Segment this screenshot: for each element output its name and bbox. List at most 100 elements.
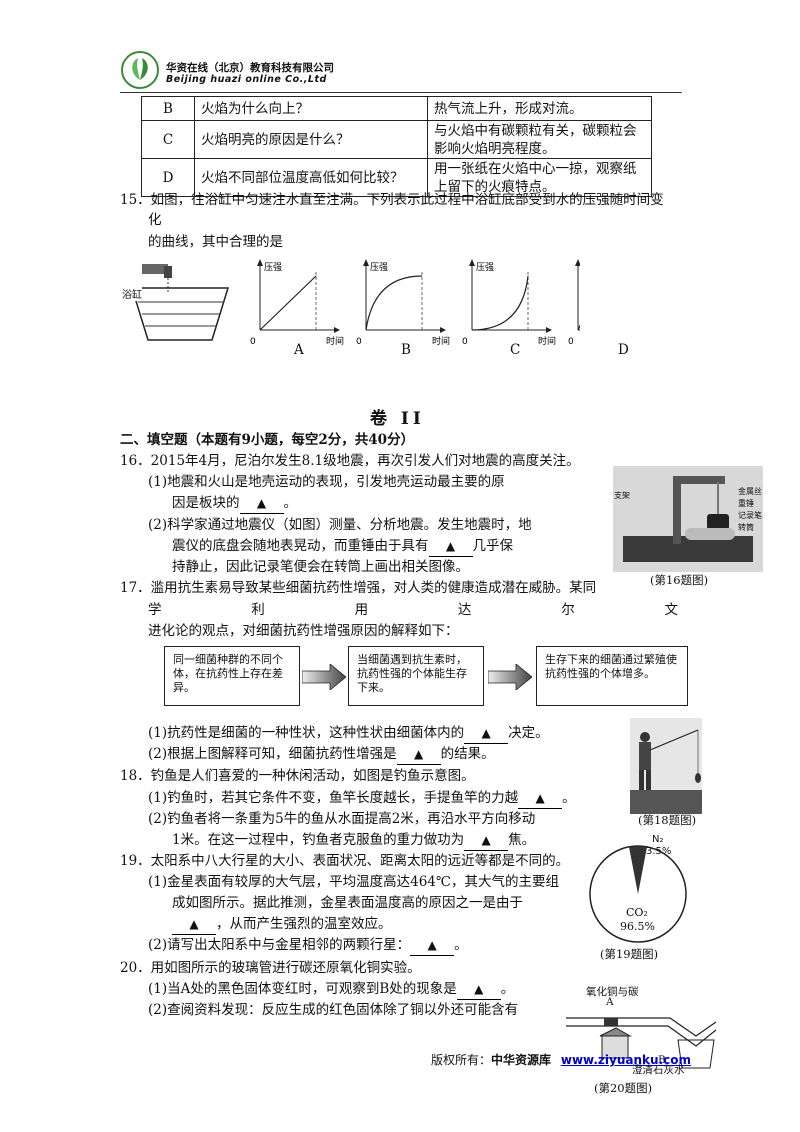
fig16-caption: (第16题图) — [650, 573, 709, 587]
flow-box-1: 同一细菌种群的不同个体，在抗药性上存在差异。 — [164, 646, 300, 706]
q18-p2b-text: 1米。在这一过程中，钓鱼者克服鱼的重力做功为 — [172, 832, 465, 848]
table-row: C 火焰明亮的原因是什么？ 与火焰中有碳颗粒有关，碳颗粒会影响火焰明亮程度。 — [141, 120, 652, 159]
footer-link[interactable]: www.ziyuanku.com — [560, 1053, 691, 1067]
question-table: B 火焰为什么向上？ 热气流上升，形成对流。 C 火焰明亮的原因是什么？ 与火焰… — [141, 96, 652, 197]
fig16-label-drum: 转筒 — [738, 523, 754, 532]
q18-stem: 18．钓鱼是人们喜爱的一种休闲活动，如图是钓鱼示意图。 — [120, 768, 475, 784]
answer-blank[interactable]: ▲ — [464, 830, 509, 851]
q19-p1b: 成如图所示。据此推测，金星表面温度高的原因之一是由于 — [172, 895, 523, 911]
q15-stem-1: 15．如图，往浴缸中匀速注水直至注满。下列表示此过程中浴缸底部受到水的压强随时间… — [120, 192, 664, 208]
q17-p2: (2)根据上图解释可知，细菌抗药性增强是▲的结果。 — [148, 744, 495, 765]
q17-p2b-text: 的结果。 — [440, 746, 495, 762]
q18-p1: (1)钓鱼时，若其它条件不变，鱼竿长度越长，手提鱼竿的力越▲。 — [148, 788, 576, 809]
option-d-label: D — [618, 342, 629, 358]
seismograph-photo — [613, 466, 763, 572]
q17-stem-2: 学 利 用 达 尔 文 — [148, 600, 678, 620]
graph-y-arrow — [257, 259, 263, 266]
table-cell-letter: B — [141, 96, 195, 121]
option-c-label: C — [510, 342, 521, 358]
answer-blank[interactable]: ▲ — [518, 788, 563, 809]
part-title: 卷 II — [370, 409, 425, 429]
fig16-label-weight: 重锤 — [738, 499, 754, 508]
q17-stem-1: 17．滥用抗生素易导致某些细菌抗药性增强，对人类的健康造成潜在威胁。某同 — [120, 580, 597, 596]
q17-char: 尔 — [561, 602, 575, 618]
flow-box-2: 当细菌遇到抗生素时，抗药性强的个体能生存下来。 — [348, 646, 484, 706]
q16-p1b-text: 因是板块的 — [172, 495, 240, 511]
fig20-bottom-label: 澄清石灰水 — [632, 1064, 685, 1076]
answer-blank[interactable]: ▲ — [456, 979, 501, 1000]
q17-char: 学 — [148, 602, 162, 618]
q17-char: 达 — [457, 602, 472, 618]
pie-co2-label: CO₂ — [626, 906, 648, 919]
answer-blank[interactable]: ▲ — [410, 935, 455, 956]
q19-p1c: ▲，从而产生强烈的温室效应。 — [172, 914, 392, 935]
graph-x-label: 时间 — [538, 335, 556, 347]
answer-blank[interactable]: ▲ — [172, 914, 216, 935]
header: 华资在线（北京）教育科技有限公司 Beijing huazi online Co… — [120, 50, 660, 94]
answer-blank[interactable]: ▲ — [396, 744, 441, 765]
graph-origin-label: 0 — [462, 337, 468, 347]
graph-y-arrow — [469, 259, 475, 266]
q16-p1b: 因是板块的▲。 — [172, 493, 297, 514]
footer-brand: 中华资源库 — [491, 1053, 552, 1067]
table-cell-question: 火焰明亮的原因是什么？ — [194, 120, 428, 159]
table-cell-question: 火焰为什么向上？ — [194, 96, 428, 121]
pie-n2-value: 3.5% — [646, 846, 672, 857]
q16-p2c-text: 几乎保 — [472, 538, 514, 554]
graph-x-arrow — [546, 327, 552, 333]
footer: 版权所有：中华资源库 www.ziyuanku.com — [431, 1050, 691, 1070]
flow-box-3: 生存下来的细菌通过繁殖使抗药性强的个体增多。 — [536, 646, 688, 706]
graph-x-label: 时间 — [432, 335, 450, 347]
table-cell-answer: 热气流上升，形成对流。 — [427, 96, 652, 121]
table-row: B 火焰为什么向上？ 热气流上升，形成对流。 — [141, 96, 652, 121]
table-cell-answer: 与火焰中有碳颗粒有关，碳颗粒会影响火焰明亮程度。 — [427, 120, 652, 159]
q19-p1c-text: ，从而产生强烈的温室效应。 — [216, 916, 392, 932]
graph-y-label: 压强 — [370, 262, 388, 273]
q17-p1b-text: 决定。 — [508, 725, 549, 741]
fig20-caption: (第20题图) — [594, 1081, 653, 1095]
q20-p1b-text: 。 — [500, 981, 515, 997]
graph-y-label: 压强 — [264, 262, 282, 273]
bathtub-figure — [130, 264, 230, 341]
q16-p1c-text: 。 — [283, 495, 298, 511]
table-cell-letter: C — [141, 120, 195, 159]
company-logo — [121, 51, 159, 89]
graph-curve-a — [259, 275, 317, 331]
table-row: D 火焰不同部位温度高低如何比较？ 用一张纸在火焰中心一掠，观察纸上留下的火痕特… — [141, 158, 652, 197]
pie-n2-slice — [629, 846, 647, 894]
glass-tube-apparatus — [566, 1017, 717, 1069]
q18-p2b: 1米。在这一过程中，钓鱼者克服鱼的重力做功为▲焦。 — [172, 830, 535, 851]
atmosphere-pie-chart — [589, 845, 687, 943]
q18-p2a: (2)钓鱼者将一条重为5牛的鱼从水面提高2米，再沿水平方向移动 — [148, 811, 536, 827]
q17-char: 用 — [354, 602, 369, 618]
company-name-en: Beijing huazi online Co.,Ltd — [166, 74, 327, 85]
answer-blank[interactable]: ▲ — [428, 536, 473, 557]
q20-p1a-text: (1)当A处的黑色固体变红时，可观察到B处的现象是 — [148, 981, 457, 997]
q18-p1b-text: 。 — [562, 790, 576, 806]
graph-y-arrow — [363, 259, 369, 266]
q18-p2c-text: 焦。 — [508, 832, 536, 848]
q15-stem-3: 的曲线，其中合理的是 — [148, 234, 283, 250]
tub-label: 浴缸 — [122, 286, 142, 301]
q16-p2b: 震仪的底盘会随地表晃动，而重锤由于具有▲几乎保 — [172, 536, 513, 557]
graph-x-arrow — [334, 327, 340, 333]
fig20-top-label: 氧化铜与碳 — [586, 986, 639, 998]
fig16-label-pen: 记录笔 — [738, 511, 762, 520]
q20-p1: (1)当A处的黑色固体变红时，可观察到B处的现象是▲。 — [148, 979, 514, 1000]
section-title: 二、填空题（本题有9小题，每空2分，共40分） — [120, 432, 415, 448]
q17-p1a-text: (1)抗药性是细菌的一种性状，这种性状由细菌体内的 — [148, 725, 465, 741]
answer-blank[interactable]: ▲ — [464, 723, 509, 744]
fig16-label-wire: 金属丝 — [738, 487, 762, 496]
fig20-label-a: A — [606, 996, 614, 1008]
pie-co2-value: 96.5% — [620, 920, 655, 933]
table-cell-letter: D — [141, 158, 195, 197]
q20-stem: 20．用如图所示的玻璃管进行碳还原氧化铜实验。 — [120, 960, 421, 976]
answer-blank[interactable]: ▲ — [239, 493, 284, 514]
graph-curve-b — [365, 275, 423, 331]
pressure-graphs: 压强时间0压强时间0压强时间0压强时间0 — [250, 259, 580, 347]
q16-p1a: (1)地震和火山是地壳运动的表现，引发地壳运动最主要的原 — [148, 474, 505, 490]
q16-stem: 16．2015年4月，尼泊尔发生8.1级地震，再次引发人们对地震的高度关注。 — [120, 453, 580, 469]
graph-x-label: 时间 — [326, 335, 344, 347]
fig16-label-support: 支架 — [614, 491, 630, 500]
table-cell-answer: 用一张纸在火焰中心一掠，观察纸上留下的火痕特点。 — [427, 158, 652, 197]
